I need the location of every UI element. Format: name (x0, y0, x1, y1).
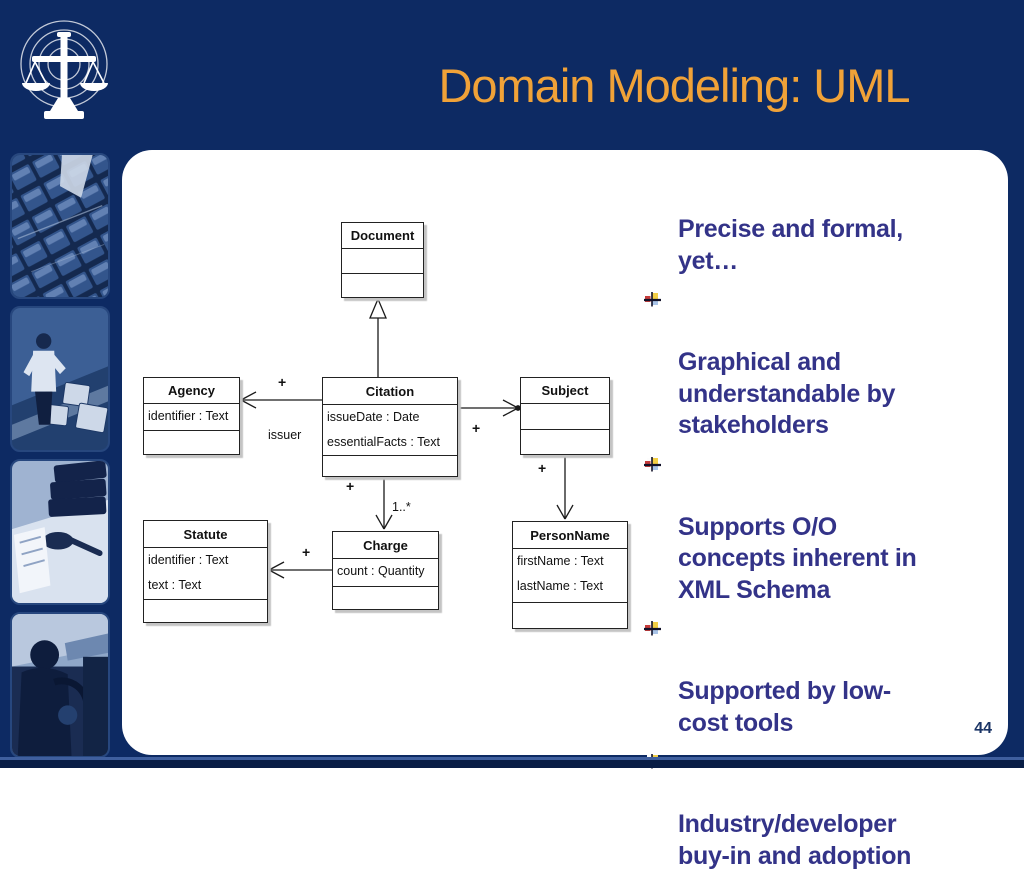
class-name: Document (342, 223, 423, 249)
attribute: identifier : Text (148, 409, 229, 423)
scales-of-justice-icon (20, 20, 108, 119)
class-attributes (342, 249, 423, 274)
uml-class-statute: Statute identifier : Text text : Text (143, 520, 268, 623)
class-attributes: identifier : Text text : Text (144, 548, 267, 600)
class-name: Charge (333, 532, 438, 559)
attribute: lastName : Text (517, 579, 603, 593)
uml-class-personname: PersonName firstName : Text lastName : T… (512, 521, 628, 629)
bullet-text: Supported by low- cost tools (678, 677, 891, 737)
bullet-text: Supports O/O concepts inherent in XML Sc… (678, 512, 917, 604)
page-title: Domain Modeling: UML (438, 59, 910, 112)
class-operations (521, 430, 609, 454)
class-operations (342, 274, 423, 297)
attribute: issueDate : Date (327, 410, 420, 424)
uml-class-document: Document (341, 222, 424, 298)
attribute: count : Quantity (337, 564, 425, 578)
bullet-item: Supported by low- cost tools (644, 613, 1012, 739)
multiplicity-label: + (302, 544, 311, 560)
class-name: Agency (144, 378, 239, 404)
content-panel: Document Agency identifier : Text Citati… (122, 150, 1008, 870)
class-name: Statute (144, 521, 267, 548)
businessman-photo-thumbnail (10, 306, 110, 452)
uml-class-subject: Subject (520, 377, 610, 455)
attribute: firstName : Text (517, 554, 604, 568)
law-books-photo-art (12, 461, 108, 603)
class-name: Subject (521, 378, 609, 404)
window-bullet-icon (644, 621, 661, 636)
keyboard-photo-art (12, 155, 108, 297)
class-operations (513, 603, 627, 628)
bullet-text: Graphical and understandable by stakehol… (678, 348, 896, 439)
multiplicity-label: + (346, 478, 355, 494)
uml-class-agency: Agency identifier : Text (143, 377, 240, 455)
window-bullet-icon (644, 292, 661, 307)
footer-dark-strip (0, 760, 1024, 768)
window-bullet-icon (644, 456, 661, 471)
businessman-photo-art (12, 308, 108, 450)
attribute: text : Text (148, 578, 202, 592)
keyboard-photo-thumbnail (10, 153, 110, 299)
bullet-list: Precise and formal, yet… Graphical and u… (644, 214, 1012, 879)
class-attributes: issueDate : Date essentialFacts : Text (323, 405, 457, 456)
footer-accent-line (0, 757, 1024, 760)
class-attributes: count : Quantity (333, 559, 438, 587)
class-operations (144, 431, 239, 454)
bullet-intro: Precise and formal, yet… (678, 215, 903, 275)
role-label-issuer: issuer (268, 428, 302, 442)
multiplicity-label: + (538, 460, 547, 476)
class-operations (333, 587, 438, 609)
uml-class-citation: Citation issueDate : Date essentialFacts… (322, 377, 458, 477)
page-number: 44 (974, 720, 992, 737)
law-books-photo-thumbnail (10, 459, 110, 605)
class-operations (144, 600, 267, 622)
attribute: identifier : Text (148, 553, 229, 567)
multiplicity-label: + (278, 374, 287, 390)
attribute: essentialFacts : Text (327, 435, 441, 449)
driver-photo-art (12, 614, 108, 756)
uml-class-charge: Charge count : Quantity (332, 531, 439, 610)
class-attributes: identifier : Text (144, 404, 239, 431)
multiplicity-label-1-star: 1..* (392, 500, 411, 514)
bullet-item: Graphical and understandable by stakehol… (644, 284, 1012, 442)
multiplicity-label: + (472, 420, 481, 436)
bullet-item: Supports O/O concepts inherent in XML Sc… (644, 449, 1012, 607)
class-name: Citation (323, 378, 457, 405)
class-operations (323, 456, 457, 476)
driver-photo-thumbnail (10, 612, 110, 758)
class-attributes: firstName : Text lastName : Text (513, 549, 627, 603)
class-attributes (521, 404, 609, 430)
bullet-text: Industry/developer buy-in and adoption (678, 810, 912, 870)
class-name: PersonName (513, 522, 627, 549)
